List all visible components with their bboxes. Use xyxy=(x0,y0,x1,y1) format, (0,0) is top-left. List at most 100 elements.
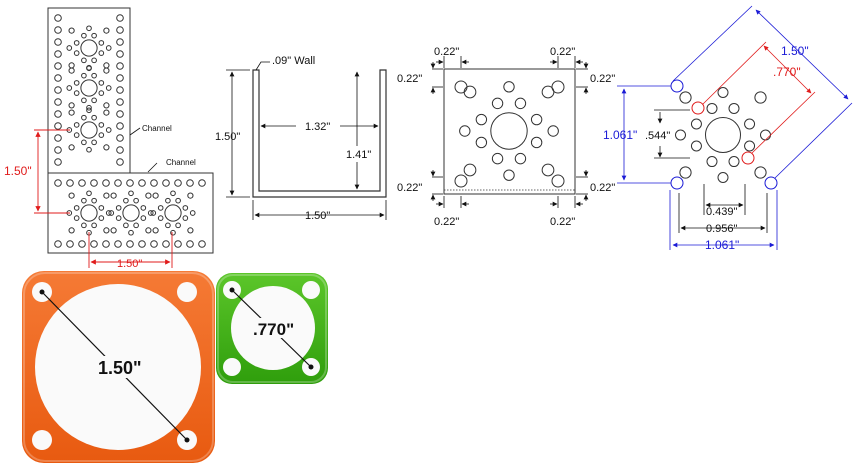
hole xyxy=(86,146,92,153)
hole xyxy=(116,38,124,46)
square-plate xyxy=(443,68,576,195)
hole xyxy=(186,240,194,248)
dim-pattern-vertical-blue: 1.061" xyxy=(603,128,637,142)
hole xyxy=(157,205,164,211)
hole xyxy=(86,190,92,197)
hole xyxy=(145,227,152,234)
dim-profile-inner-height: 1.41" xyxy=(346,149,371,161)
hole xyxy=(98,50,105,56)
hole xyxy=(463,85,477,99)
left-red-dimensions xyxy=(34,129,173,268)
hole xyxy=(98,90,105,96)
hole xyxy=(91,97,97,104)
hole xyxy=(102,179,110,187)
hole xyxy=(98,122,105,128)
hole xyxy=(91,114,97,121)
hole xyxy=(66,179,74,187)
hole xyxy=(80,121,98,139)
hole xyxy=(81,139,87,146)
hole xyxy=(103,62,110,69)
hole xyxy=(73,122,80,128)
hole xyxy=(744,118,756,130)
hole xyxy=(157,215,164,221)
hole xyxy=(54,50,62,58)
hole xyxy=(103,227,110,234)
hole xyxy=(81,222,87,229)
pattern-black-dimensions xyxy=(654,109,768,233)
hole xyxy=(108,210,115,216)
hole xyxy=(105,210,112,216)
hole xyxy=(116,110,124,118)
hole xyxy=(103,27,110,34)
hole xyxy=(145,192,152,199)
hole xyxy=(690,118,702,130)
hole xyxy=(475,136,488,149)
hole xyxy=(98,205,105,211)
dim-pattern-diag-red: .770" xyxy=(773,65,801,79)
dim-plate-bottom-left: 0.22" xyxy=(434,216,459,228)
hole xyxy=(116,86,124,94)
hole xyxy=(454,174,468,188)
hole xyxy=(170,229,176,236)
hole xyxy=(68,102,75,109)
hole xyxy=(73,215,80,221)
hole xyxy=(54,98,62,106)
hole xyxy=(503,81,515,93)
channel-label-top: Channel xyxy=(142,124,172,133)
dim-pattern-h1: 0.439" xyxy=(706,206,738,218)
hole xyxy=(54,110,62,118)
hole xyxy=(105,45,112,51)
hole xyxy=(91,72,97,79)
hole xyxy=(182,215,189,221)
hole xyxy=(165,222,171,229)
hole xyxy=(81,32,87,39)
hole xyxy=(140,215,147,221)
dim-plate-left-bottom: 0.22" xyxy=(397,182,422,194)
hole xyxy=(86,104,92,111)
hole xyxy=(80,204,98,222)
hole xyxy=(133,222,139,229)
dim-profile-inner-width: 1.32" xyxy=(305,121,330,133)
hole xyxy=(90,240,98,248)
hole xyxy=(186,179,194,187)
hole xyxy=(73,40,80,46)
hole xyxy=(98,80,105,86)
dim-left-vertical: 1.50" xyxy=(4,164,32,178)
hole xyxy=(81,57,87,64)
hole xyxy=(90,179,98,187)
hole xyxy=(68,27,75,34)
hole xyxy=(164,204,182,222)
hole xyxy=(66,45,73,51)
hole xyxy=(150,210,157,216)
orange-plate xyxy=(22,271,215,463)
hole xyxy=(162,240,170,248)
hole xyxy=(73,50,80,56)
hole xyxy=(66,85,73,91)
hole xyxy=(116,14,124,22)
hole xyxy=(114,240,122,248)
hole xyxy=(152,192,159,199)
hole xyxy=(147,210,154,216)
hole xyxy=(68,67,75,74)
hole xyxy=(81,72,87,79)
pattern-red-dimensions xyxy=(702,41,816,154)
hole xyxy=(690,140,702,152)
hole xyxy=(547,125,559,137)
hole xyxy=(490,112,528,150)
hole xyxy=(133,197,139,204)
hole xyxy=(189,210,196,216)
hole xyxy=(514,97,527,110)
dim-pattern-h3-blue: 1.061" xyxy=(705,238,739,252)
hole xyxy=(54,240,62,248)
hole xyxy=(68,144,75,151)
hole xyxy=(91,32,97,39)
hole xyxy=(175,197,181,204)
dim-wall: .09" Wall xyxy=(272,55,315,67)
hole xyxy=(54,38,62,46)
dim-pattern-diag-blue: 1.50" xyxy=(781,44,809,58)
hole xyxy=(116,146,124,154)
hole xyxy=(78,240,86,248)
channel-leader-bottom xyxy=(147,162,158,173)
hole xyxy=(102,240,110,248)
hole xyxy=(54,179,62,187)
